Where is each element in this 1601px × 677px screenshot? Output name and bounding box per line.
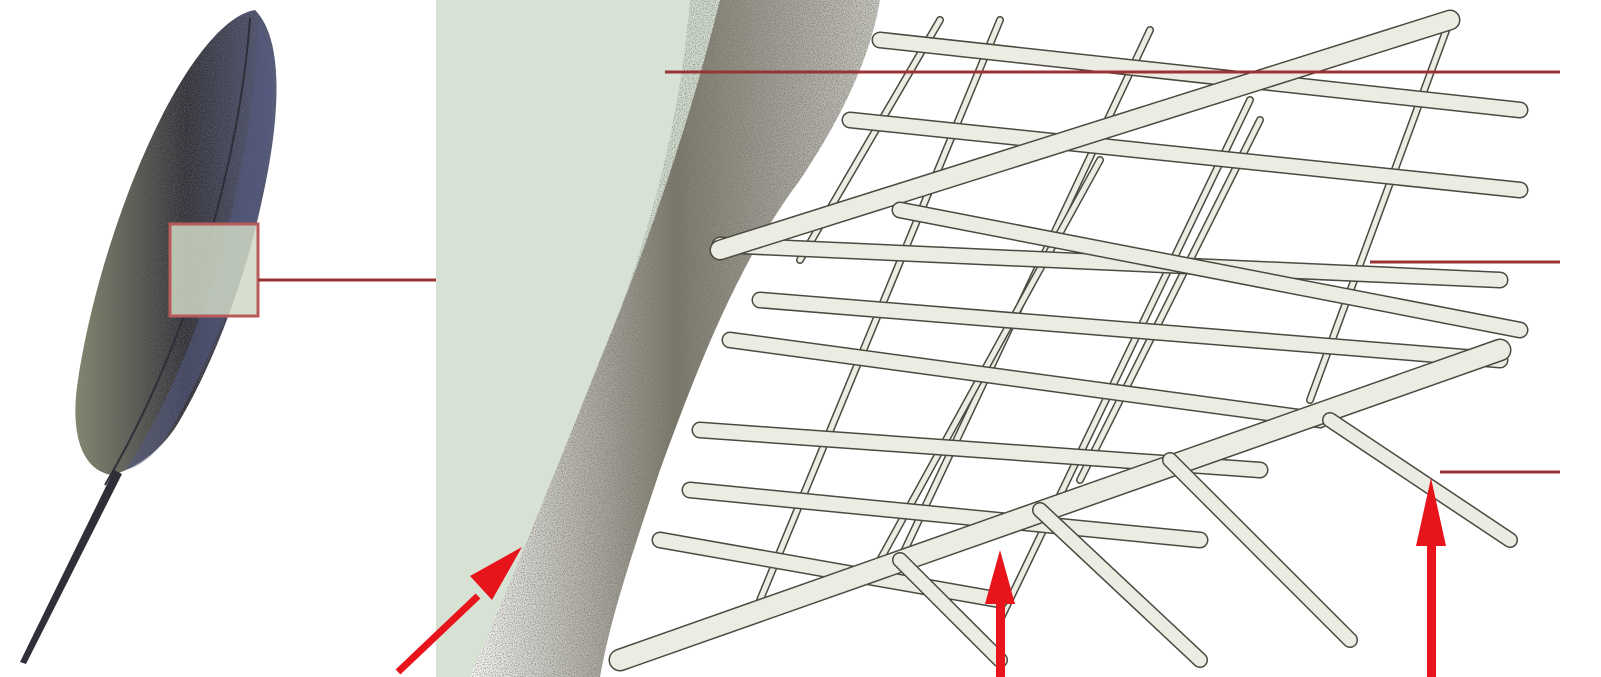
zoom-frame: [170, 224, 258, 316]
feather-illustration: [20, 10, 277, 664]
feather-quill: [20, 470, 122, 664]
